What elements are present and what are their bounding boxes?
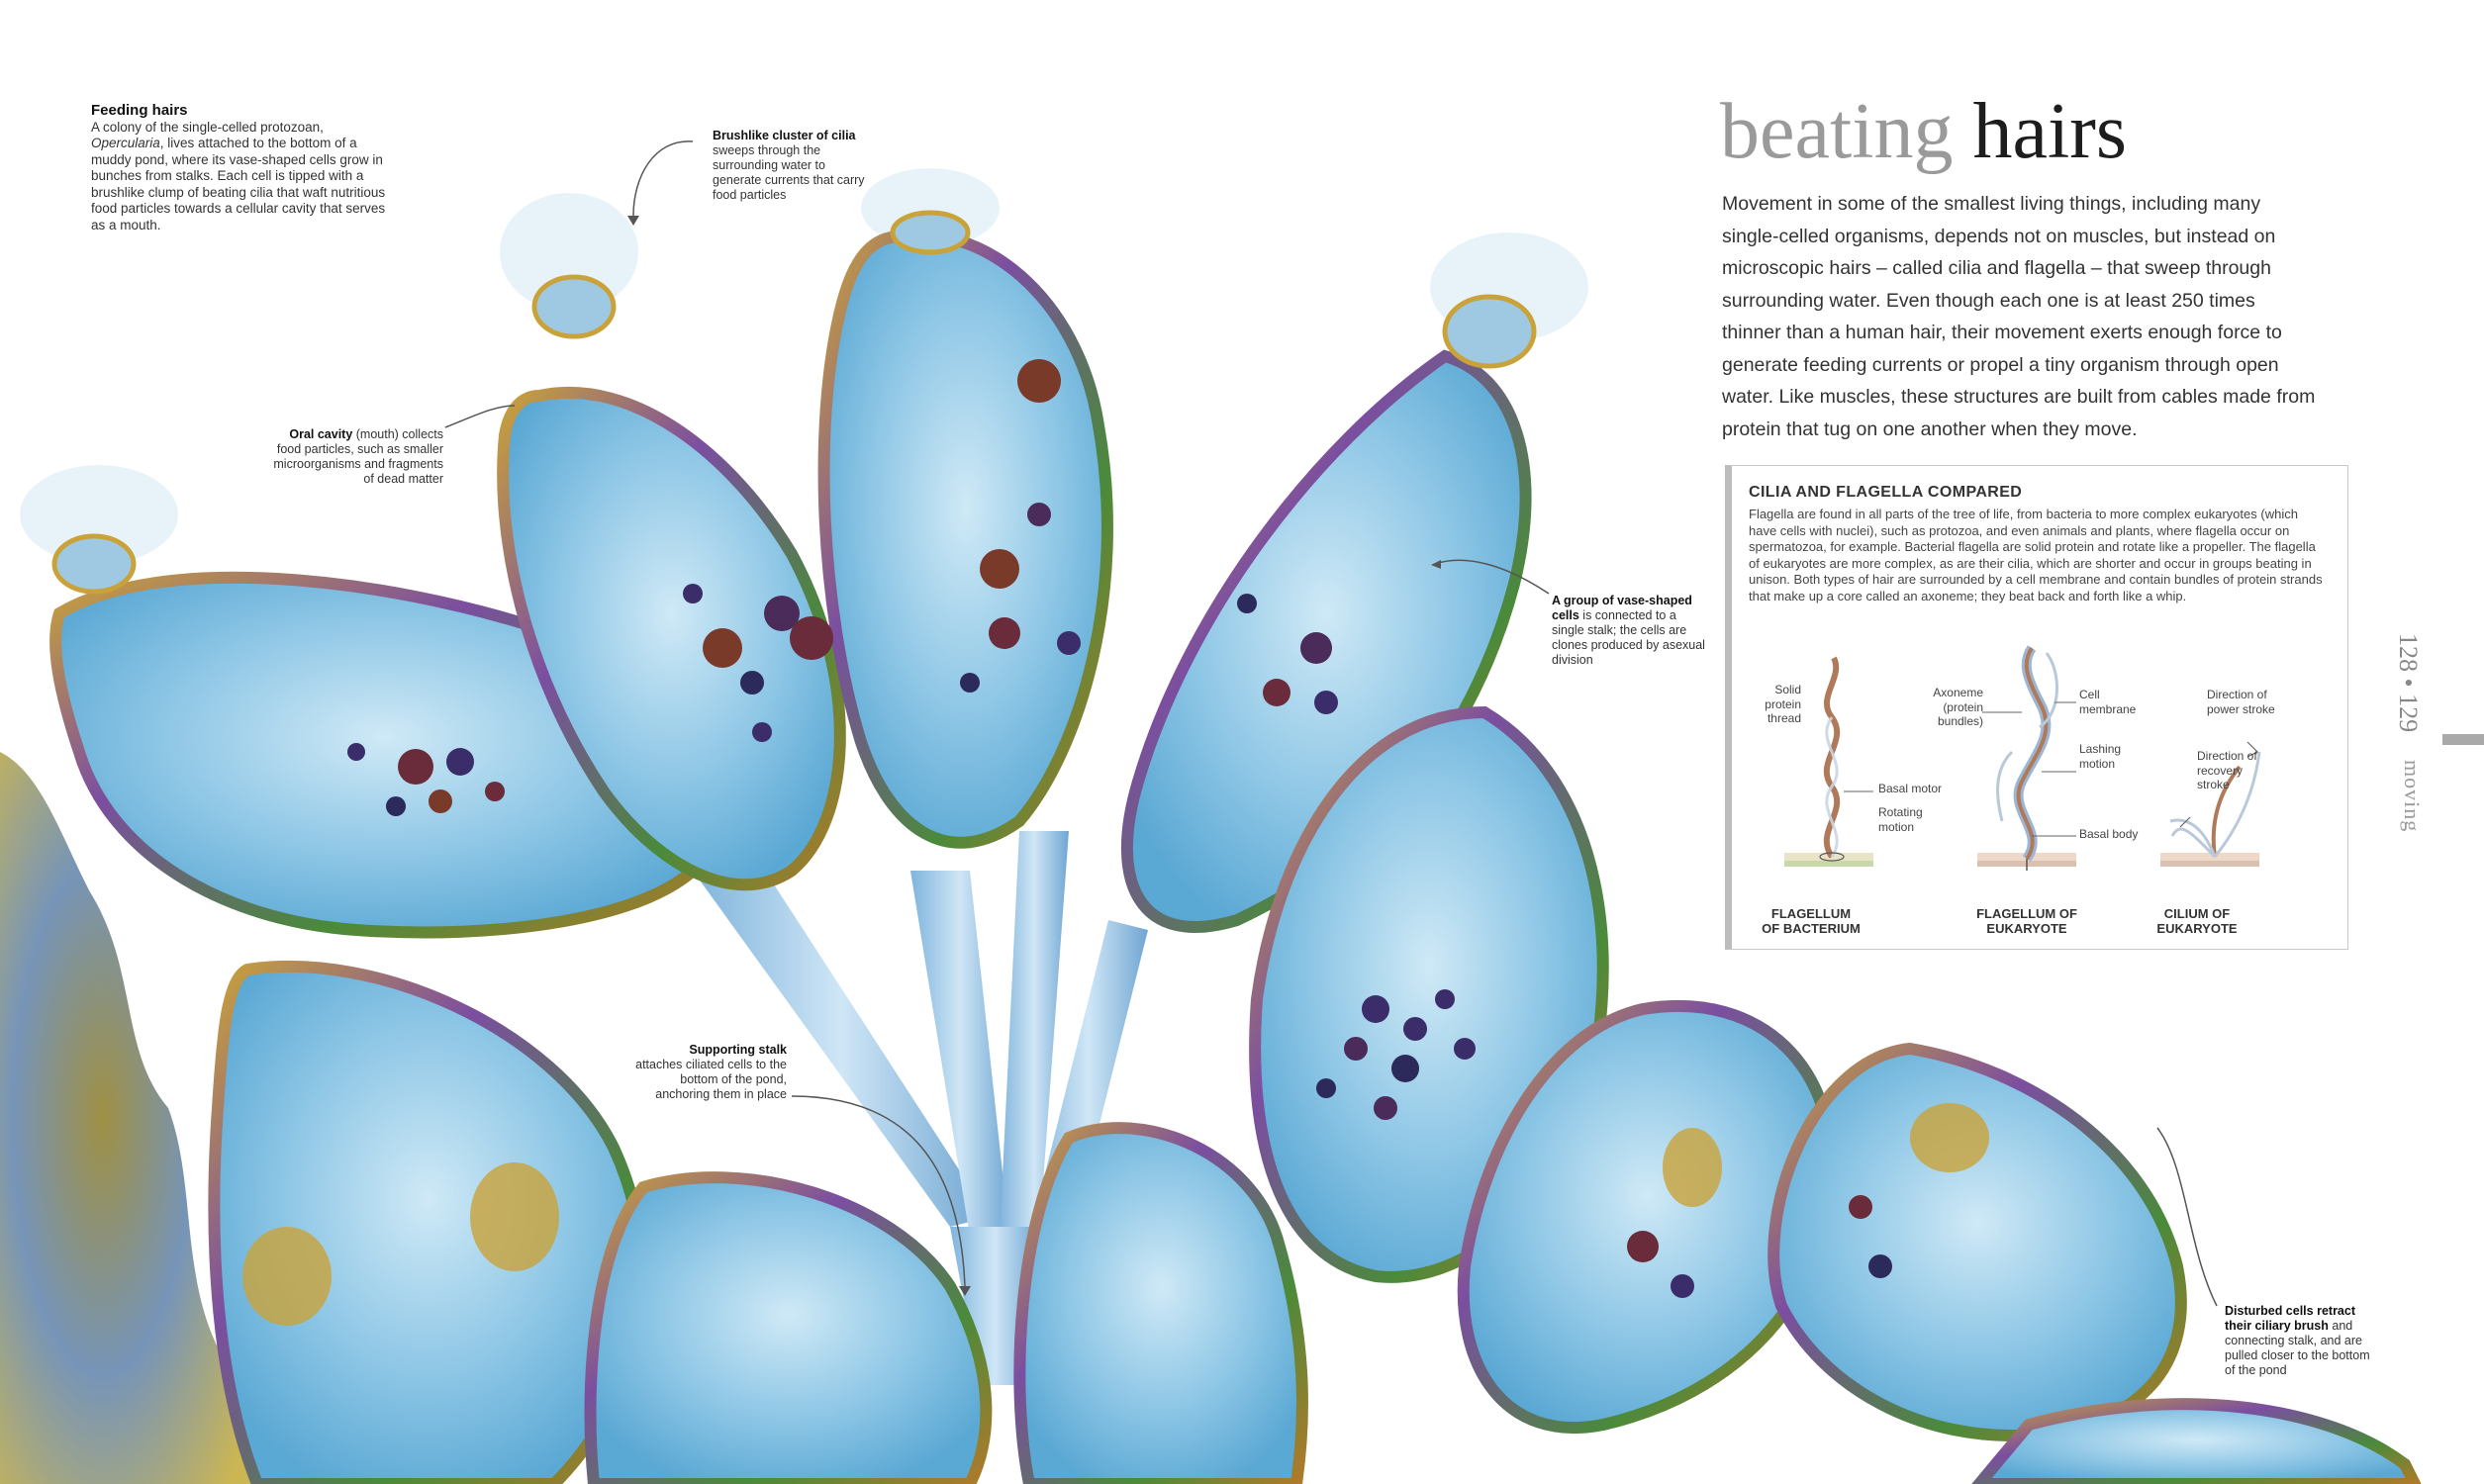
- caption-feeding-hairs-heading: Feeding hairs: [91, 102, 188, 119]
- caption-oral-cavity: Oral cavity (mouth) collects food partic…: [265, 427, 443, 487]
- bacterium-flagellum-drawing: [1784, 656, 1873, 867]
- caption-vase-shaped-cells-heading: A group of vase-shaped cells: [1552, 594, 1692, 622]
- caption-supporting-stalk-body: attaches ciliated cells to the bottom of…: [635, 1058, 787, 1101]
- caption-feeding-hairs-line2: , lives attached to the bottom of a mudd…: [91, 136, 386, 232]
- eukaryote-cilium-drawing: [2160, 741, 2261, 867]
- caption-oral-cavity-body: (mouth) collects food particles, such as…: [273, 427, 443, 486]
- label-rotating-motion: Rotating motion: [1878, 805, 1923, 834]
- folio-marker: [2442, 734, 2484, 745]
- caption-vase-shaped-cells: A group of vase-shaped cells is connecte…: [1552, 594, 1710, 668]
- caption-feeding-hairs-italic: Opercularia: [91, 136, 160, 150]
- caption-feeding-hairs: Feeding hairs A colony of the single-cel…: [91, 102, 388, 233]
- comparison-box-title: CILIA AND FLAGELLA COMPARED: [1749, 484, 2023, 501]
- caption-supporting-stalk-heading: Supporting stalk: [689, 1043, 787, 1057]
- label-basal-body: Basal body: [2079, 827, 2139, 841]
- caption-brushlike-cilia: Brushlike cluster of cilia sweeps throug…: [713, 129, 871, 203]
- caption-feeding-hairs-line1: A colony of the single-celled protozoan,: [91, 119, 324, 135]
- caption-brushlike-cilia-heading: Brushlike cluster of cilia: [713, 129, 856, 142]
- caption-supporting-stalk: Supporting stalk attaches ciliated cells…: [633, 1043, 787, 1102]
- food-vacuoles: [347, 359, 1892, 1298]
- caption-vase-shaped-cells-body: is connected to a single stalk; the cell…: [1552, 608, 1705, 667]
- page-title-dark: hairs: [1972, 88, 2127, 175]
- cell-heads: [51, 210, 1537, 595]
- eukaryote-flagellum-drawing: [1977, 645, 2076, 871]
- intro-paragraph: Movement in some of the smallest living …: [1722, 193, 2316, 440]
- caption-disturbed-cells-body: and connecting stalk, and are pulled clo…: [2225, 1319, 2370, 1377]
- label-axoneme: Axoneme (protein bundles): [1933, 686, 1983, 728]
- caption-cilium-eukaryote: CILIUM OF EUKARYOTE: [2156, 906, 2238, 936]
- flagella-diagram: [1784, 645, 2261, 871]
- caption-brushlike-cilia-body: sweeps through the surrounding water to …: [713, 143, 865, 202]
- callout-leader-lines: [444, 140, 2218, 1307]
- label-recovery-stroke: Direction of recovery stroke: [2197, 749, 2257, 791]
- caption-oral-cavity-heading: Oral cavity: [289, 427, 353, 441]
- caption-flagellum-eukaryote: FLAGELLUM OF EUKARYOTE: [1976, 906, 2077, 936]
- section-name: moving: [2400, 760, 2425, 833]
- label-basal-motor: Basal motor: [1878, 782, 1943, 795]
- page-title: beating hairs: [1720, 87, 2127, 176]
- comparison-box-body: Flagella are found in all parts of the t…: [1749, 507, 2323, 603]
- page-title-light: beating: [1720, 88, 1954, 175]
- label-solid-protein-thread: Solid protein thread: [1765, 683, 1801, 725]
- caption-disturbed-cells-heading: Disturbed cells retract their ciliary br…: [2225, 1304, 2355, 1333]
- label-power-stroke: Direction of power stroke: [2207, 688, 2275, 716]
- label-lashing-motion: Lashing motion: [2079, 742, 2122, 771]
- caption-flagellum-bacterium: FLAGELLUM OF BACTERIUM: [1762, 906, 1861, 936]
- caption-disturbed-cells: Disturbed cells retract their ciliary br…: [2225, 1304, 2373, 1378]
- yellow-inclusions: [242, 1103, 1989, 1326]
- label-cell-membrane: Cell membrane: [2079, 688, 2137, 716]
